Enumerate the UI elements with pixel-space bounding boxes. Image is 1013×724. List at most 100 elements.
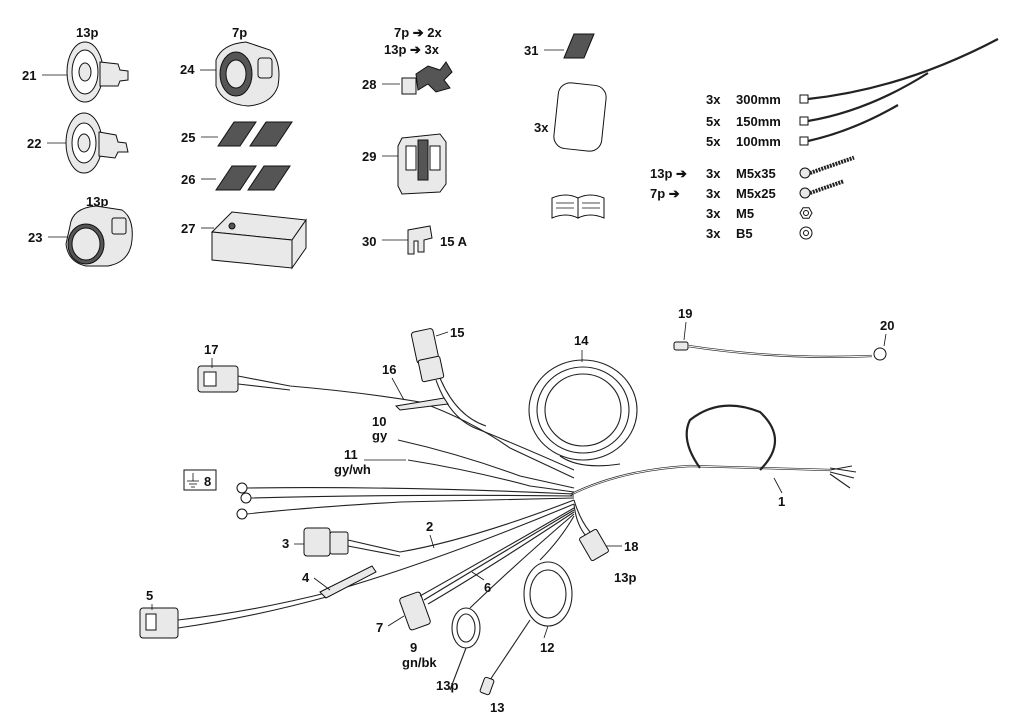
connector-7: 7 6 <box>376 507 575 635</box>
hardware-row: 3x M5 <box>706 206 813 221</box>
hardware-spec: 100mm <box>736 134 781 149</box>
label-15: 15 <box>450 325 464 340</box>
clip-16: 16 <box>382 362 449 411</box>
part-28-line2: 13p ➔ 3x <box>384 42 440 57</box>
label-17: 17 <box>204 342 218 357</box>
part-23-number: 23 <box>28 230 42 245</box>
part-25-pads: 25 <box>181 121 293 147</box>
part-27-module: 27 <box>181 211 307 270</box>
hardware-qty: 5x <box>706 114 721 129</box>
label-19: 19 <box>678 306 692 321</box>
color-9: gn/bk <box>402 655 437 670</box>
part-22-socket: 22 <box>27 112 129 174</box>
label-20: 20 <box>880 318 894 333</box>
hardware-row: 7p ➔ 3x M5x25 <box>650 179 845 201</box>
label-5: 5 <box>146 588 153 603</box>
hardware-spec: M5x35 <box>736 166 776 181</box>
hardware-spec: B5 <box>736 226 753 241</box>
hardware-spec: M5 <box>736 206 754 221</box>
hardware-qty: 3x <box>706 166 721 181</box>
part-25-number: 25 <box>181 130 195 145</box>
hardware-prefix: 7p ➔ <box>650 186 680 201</box>
label-3: 3 <box>282 536 289 551</box>
color-10: gy <box>372 428 388 443</box>
cable-tie-icon <box>799 104 899 146</box>
ground-8: 8 <box>183 469 575 520</box>
label-13: 13 <box>490 700 504 715</box>
connector-5: 5 <box>139 503 575 639</box>
nut-icon <box>799 207 813 219</box>
label-6: 6 <box>484 580 491 595</box>
part-26-pads: 26 <box>181 165 291 191</box>
connector-18: 18 13p <box>573 499 638 585</box>
pad-quantity: 3x <box>534 120 549 135</box>
hardware-prefix: 13p ➔ <box>650 166 687 181</box>
part-29-holder: 29 <box>362 133 447 195</box>
connector-15: 15 <box>410 325 575 471</box>
fuse-icon <box>407 225 433 255</box>
washer-icon <box>799 226 813 240</box>
hardware-row: 13p ➔ 3x M5x35 <box>650 155 855 181</box>
coil-9: 9 gn/bk 13p <box>402 513 575 693</box>
label-10: 10 <box>372 414 386 429</box>
label-12: 12 <box>540 640 554 655</box>
cable-tie-icon <box>799 38 999 104</box>
manual-book-icon <box>551 194 605 219</box>
hardware-qty: 3x <box>706 226 721 241</box>
hardware-qty: 3x <box>706 92 721 107</box>
cable-tie-icon <box>799 72 929 126</box>
screw-icon <box>799 179 845 199</box>
part-21-number: 21 <box>22 68 36 83</box>
coil-14: 14 <box>528 333 638 467</box>
wiring-harness: 1 14 15 17 <box>139 306 894 715</box>
pad-part: 3x <box>534 82 607 152</box>
clip-4: 4 <box>302 565 377 599</box>
hardware-qty: 3x <box>706 206 721 221</box>
hardware-qty: 3x <box>706 186 721 201</box>
size-18: 13p <box>614 570 636 585</box>
hardware-spec: 300mm <box>736 92 781 107</box>
part-30-number: 30 <box>362 234 376 249</box>
hardware-row: 3x B5 <box>706 226 813 241</box>
part-21-socket: 13p 21 <box>22 25 129 103</box>
part-22-number: 22 <box>27 136 41 151</box>
hardware-qty: 5x <box>706 134 721 149</box>
part-29-number: 29 <box>362 149 376 164</box>
part-24-number: 24 <box>180 62 195 77</box>
label-1: 1 <box>778 494 785 509</box>
part-27-number: 27 <box>181 221 195 236</box>
hardware-row: 5x 100mm <box>706 104 899 149</box>
connector-3: 3 2 <box>282 499 575 557</box>
wire-11: 11 gy/wh <box>334 447 575 493</box>
label-7: 7 <box>376 620 383 635</box>
label-11: 11 <box>344 447 358 462</box>
part-31-label: 31 <box>524 33 595 59</box>
ground-symbol-icon <box>187 473 199 488</box>
label-4: 4 <box>302 570 310 585</box>
part-31-number: 31 <box>524 43 538 58</box>
wire-10: 10 gy <box>372 414 575 489</box>
label-8: 8 <box>204 474 211 489</box>
part-24-socket: 7p 24 <box>180 25 280 107</box>
part-21-size: 13p <box>76 25 98 40</box>
label-18: 18 <box>624 539 638 554</box>
label-9: 9 <box>410 640 417 655</box>
hardware-spec: 150mm <box>736 114 781 129</box>
ground-cable-19-20: 19 20 <box>673 306 894 361</box>
connector-13: 13 <box>479 676 504 715</box>
part-23-size: 13p <box>86 194 108 209</box>
part-24-size: 7p <box>232 25 247 40</box>
screw-icon <box>799 155 855 179</box>
label-2: 2 <box>426 519 433 534</box>
part-26-number: 26 <box>181 172 195 187</box>
hardware-spec: M5x25 <box>736 186 776 201</box>
part-30-fuse: 30 15 A <box>362 225 468 255</box>
hardware-row: 5x 150mm <box>706 72 929 129</box>
label-14: 14 <box>574 333 589 348</box>
part-28-pins: 7p ➔ 2x 13p ➔ 3x 28 <box>362 25 453 95</box>
part-28-line1: 7p ➔ 2x <box>394 25 443 40</box>
connector-17: 17 <box>197 342 575 479</box>
label-16: 16 <box>382 362 396 377</box>
